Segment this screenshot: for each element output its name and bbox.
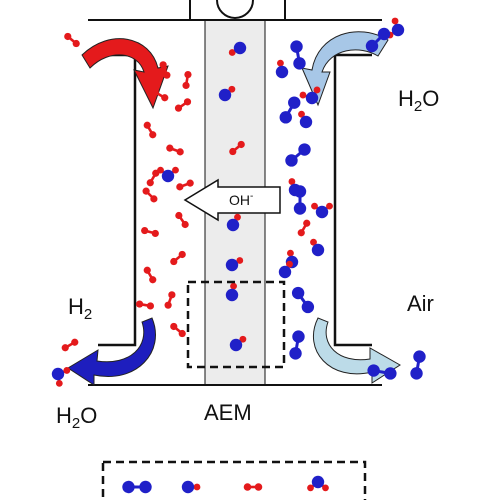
water-label-anode-tail: O	[80, 403, 98, 428]
hydrogen-molecule	[182, 70, 192, 90]
hydroxide-label-base: OH	[229, 192, 250, 208]
water-label-anode-base: H	[56, 403, 72, 428]
highlight-box	[186, 280, 286, 369]
oxygen-molecule	[279, 96, 301, 124]
hydrogen-label-base: H	[68, 294, 84, 319]
water-outlet-arrow	[67, 317, 156, 386]
hydroxide-ion	[181, 480, 201, 494]
water-label-anode: H2O	[56, 403, 98, 432]
air-label-text: Air	[407, 291, 434, 316]
hydrogen-label-sub: 2	[83, 306, 93, 323]
hydroxide-ion	[298, 110, 313, 129]
hydroxide-ion	[226, 213, 241, 232]
hydrogen-molecule	[151, 88, 169, 102]
hydrogen-molecule	[61, 338, 79, 352]
water-label-anode-sub: 2	[71, 415, 81, 432]
hydrogen-molecule	[143, 121, 157, 139]
hydrogen-label: H2	[68, 294, 92, 323]
oxygen-molecule	[365, 27, 391, 53]
anode-channel-wall	[98, 53, 137, 347]
hydrogen-molecule	[170, 250, 186, 266]
oxygen-molecule	[367, 364, 397, 380]
hydrogen-inlet-arrow	[81, 38, 169, 110]
hydrogen-molecule	[243, 483, 263, 491]
hydroxide-ion	[310, 238, 325, 257]
hydroxide-ion	[228, 41, 247, 56]
hydrogen-molecule	[142, 187, 158, 203]
air-inlet-arrow	[301, 31, 389, 107]
hydrogen-molecule	[159, 61, 171, 79]
aem-label-text: AEM	[204, 400, 252, 425]
hydrogen-molecule	[135, 300, 155, 310]
water-molecule	[51, 367, 71, 387]
hydrogen-molecule	[170, 322, 186, 338]
oxygen-molecule	[289, 330, 305, 360]
oxygen-molecule	[290, 40, 306, 70]
hydroxide-label-sup: -	[250, 191, 254, 202]
top-connector-circle	[216, 0, 254, 19]
hydroxide-ion	[275, 59, 289, 79]
hydrogen-molecule	[143, 266, 157, 284]
water-label-cathode-sub: 2	[413, 98, 423, 115]
oxygen-molecule	[410, 350, 426, 380]
hydroxide-ion	[288, 178, 302, 197]
hydroxide-label: OH-	[229, 191, 254, 208]
hydroxide-ion	[218, 85, 236, 102]
water-molecule	[299, 86, 321, 105]
legend-box	[101, 460, 367, 500]
aem-label: AEM	[204, 402, 252, 424]
oxygen-molecule	[291, 286, 315, 314]
water-molecule	[157, 166, 179, 183]
air-label: Air	[407, 293, 434, 315]
hydrogen-molecule	[64, 32, 80, 48]
water-label-cathode-tail: O	[422, 86, 440, 111]
water-molecule	[307, 475, 329, 492]
oxygen-molecule	[285, 143, 311, 167]
hydrogen-molecule	[164, 291, 176, 309]
hydroxide-ion	[278, 260, 293, 279]
cathode-channel-wall	[333, 53, 372, 347]
hydrogen-molecule	[229, 140, 245, 156]
oxygen-molecule	[122, 480, 152, 494]
water-label-cathode-base: H	[398, 86, 414, 111]
hydrogen-molecule	[141, 226, 159, 238]
hydrogen-molecule	[174, 98, 192, 112]
water-label-cathode: H2O	[398, 86, 440, 115]
hydrogen-molecule	[175, 211, 189, 229]
hydrogen-molecule	[176, 179, 194, 191]
hydrogen-molecule	[146, 169, 160, 187]
hydroxide-ion	[225, 257, 244, 272]
hydrogen-molecule	[297, 219, 311, 237]
hydroxide-ion	[225, 282, 239, 302]
hydroxide-ion	[229, 335, 247, 352]
water-molecule	[311, 202, 333, 219]
hydroxide-transport-arrow	[183, 178, 281, 222]
hydrogen-molecule	[166, 144, 184, 156]
